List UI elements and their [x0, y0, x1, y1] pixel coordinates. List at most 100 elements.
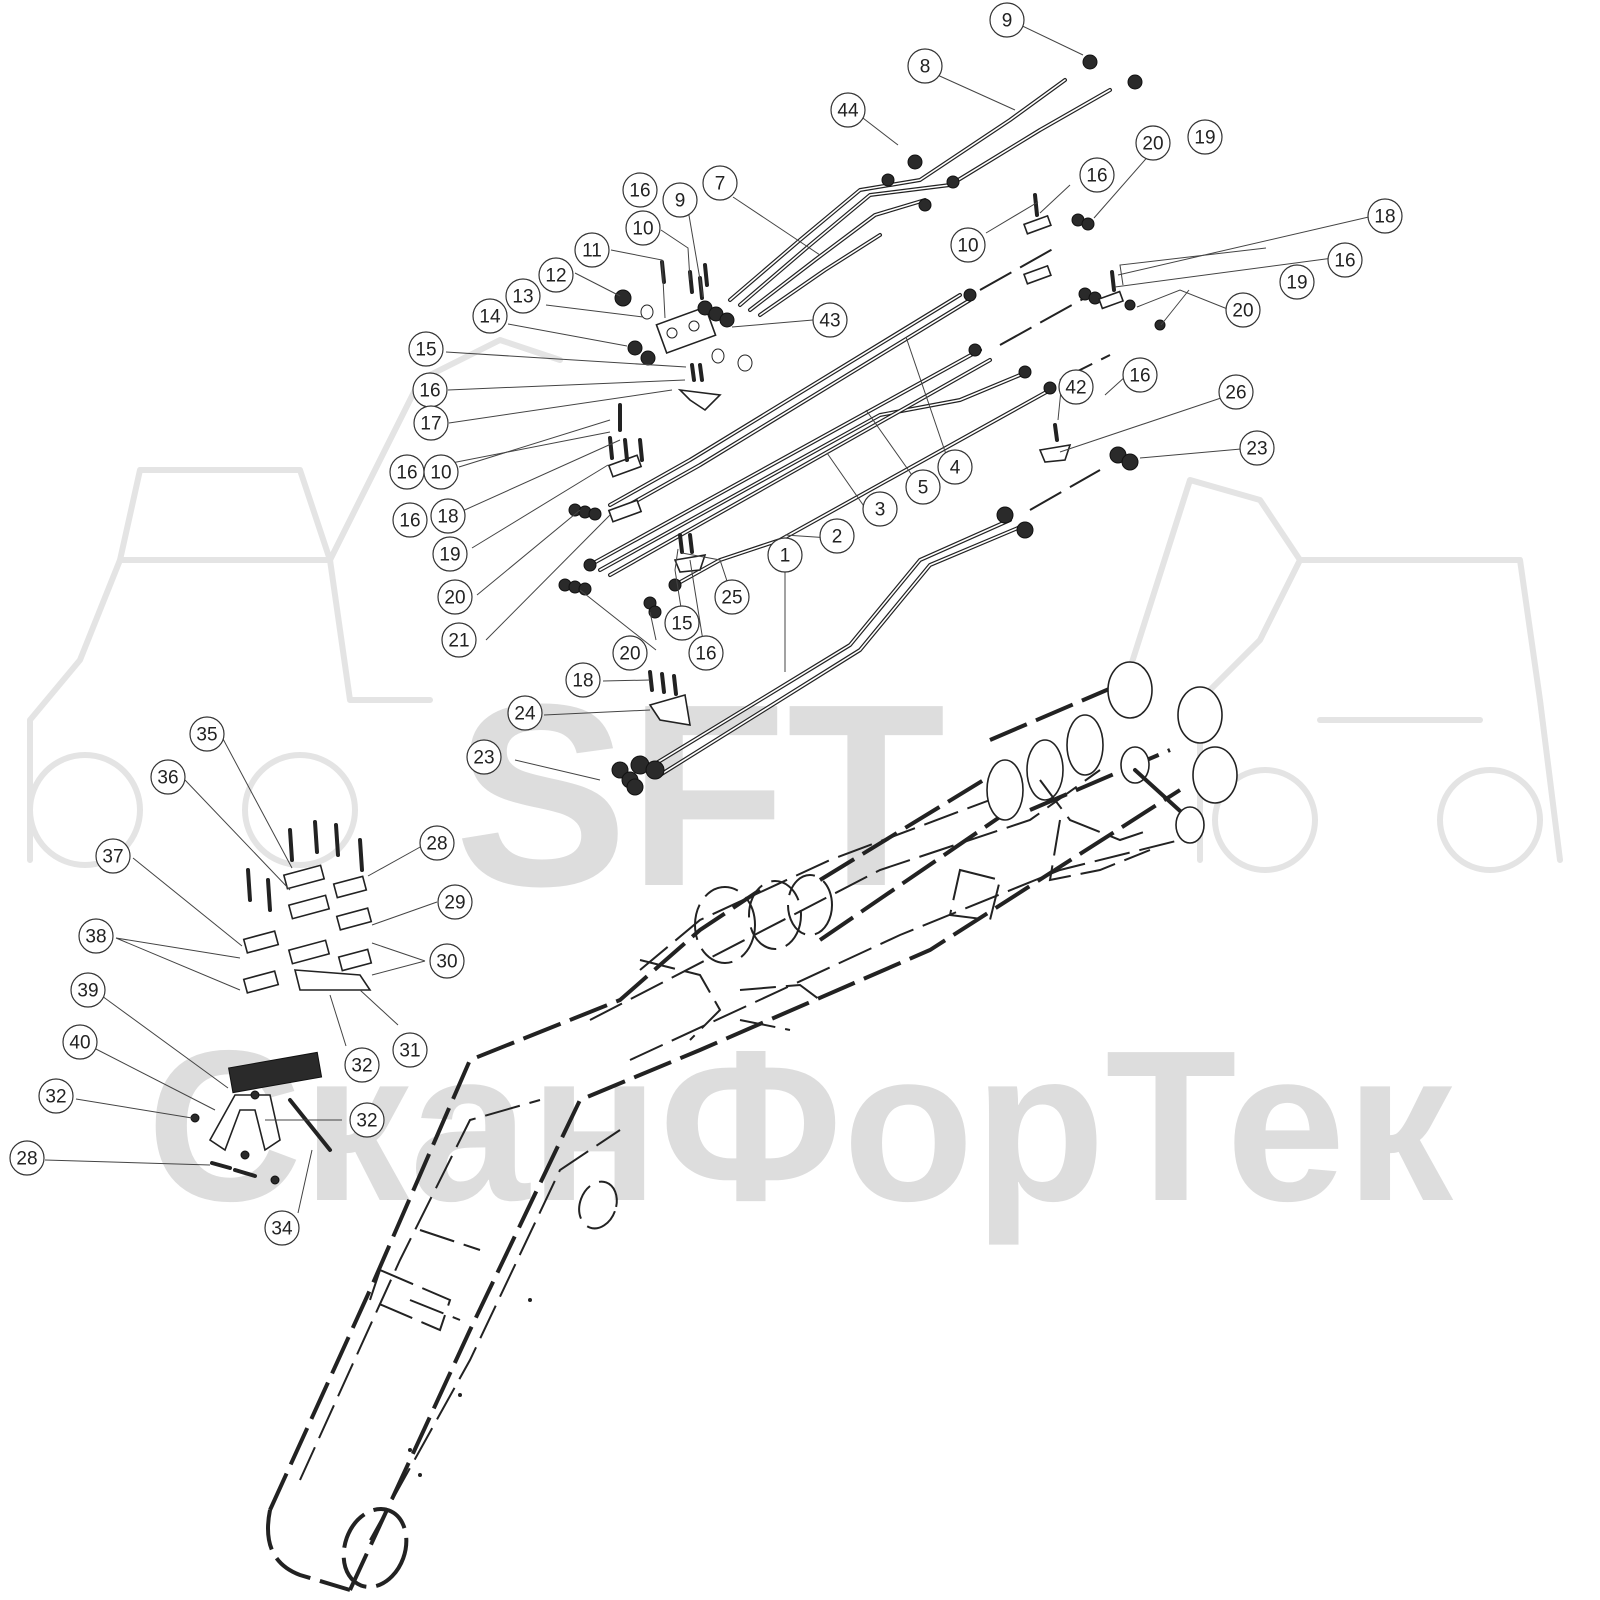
callout-circle	[937, 449, 973, 485]
callout-label: 29	[444, 893, 465, 914]
callout-circle	[95, 838, 131, 874]
callout-circle	[62, 1024, 98, 1060]
callout-label: 43	[819, 311, 840, 332]
part-callout-37: 37	[95, 838, 131, 874]
clamps-fasteners	[558, 193, 1166, 796]
part-callout-43: 43	[812, 302, 848, 338]
part-callout-19: 19	[432, 536, 468, 572]
part-callout-23: 23	[1239, 430, 1275, 466]
callout-circle	[150, 759, 186, 795]
callout-circle	[862, 491, 898, 527]
callout-circle	[565, 662, 601, 698]
part-callout-18: 18	[1367, 198, 1403, 234]
callout-circle	[767, 537, 803, 573]
callout-circle	[441, 622, 477, 658]
part-callout-8: 8	[907, 48, 943, 84]
callout-circle	[812, 302, 848, 338]
callout-label: 30	[436, 952, 457, 973]
callout-circle	[1218, 374, 1254, 410]
callout-circle	[574, 232, 610, 268]
callout-circle	[1058, 369, 1094, 405]
part-callout-18: 18	[430, 498, 466, 534]
callout-circle	[392, 502, 428, 538]
callout-circle	[950, 227, 986, 263]
callout-circle	[437, 579, 473, 615]
part-callout-15: 15	[664, 605, 700, 641]
callout-circle	[392, 1032, 428, 1068]
callout-label: 40	[69, 1033, 90, 1054]
part-callout-35: 35	[189, 716, 225, 752]
part-callout-16: 16	[412, 372, 448, 408]
callout-circle	[1327, 242, 1363, 278]
callout-circle	[1122, 357, 1158, 393]
callout-label: 18	[572, 671, 593, 692]
callout-label: 32	[45, 1087, 66, 1108]
part-callout-23: 23	[466, 739, 502, 775]
watermark-company-name: СканФорТек	[147, 1005, 1454, 1246]
part-callout-32: 32	[38, 1078, 74, 1114]
part-callout-16: 16	[392, 502, 428, 538]
part-callout-16: 16	[622, 172, 658, 208]
part-callout-13: 13	[505, 278, 541, 314]
callout-circle	[819, 518, 855, 554]
callout-label: 39	[77, 981, 98, 1002]
callout-circle	[437, 884, 473, 920]
part-callout-16: 16	[1079, 157, 1115, 193]
part-callout-40: 40	[62, 1024, 98, 1060]
callout-circle	[70, 972, 106, 1008]
callout-circle	[1079, 157, 1115, 193]
callout-label: 8	[920, 57, 931, 78]
part-callout-24: 24	[507, 695, 543, 731]
valve-block-group	[614, 260, 753, 412]
callout-label: 10	[957, 236, 978, 257]
part-callout-44: 44	[830, 92, 866, 128]
part-callout-16: 16	[688, 635, 724, 671]
callout-label: 19	[439, 545, 460, 566]
callout-circle	[664, 605, 700, 641]
leader-lines	[44, 21, 1374, 1214]
watermark-logo: SFT	[454, 651, 945, 941]
part-callout-15: 15	[408, 331, 444, 367]
callout-label: 28	[426, 834, 447, 855]
callout-label: 19	[1194, 128, 1215, 149]
callout-circle	[430, 498, 466, 534]
part-callout-19: 19	[1279, 264, 1315, 300]
callout-label: 26	[1225, 383, 1246, 404]
callout-label: 2	[832, 527, 843, 548]
callout-circle	[662, 182, 698, 218]
part-callout-9: 9	[662, 182, 698, 218]
part-callout-20: 20	[1135, 125, 1171, 161]
callout-label: 44	[837, 101, 859, 122]
callout-circle	[1279, 264, 1315, 300]
callout-label: 12	[545, 266, 566, 287]
part-callout-17: 17	[413, 405, 449, 441]
callout-circle	[830, 92, 866, 128]
part-callout-31: 31	[392, 1032, 428, 1068]
callout-label: 13	[512, 287, 533, 308]
part-callout-4: 4	[937, 449, 973, 485]
part-callout-36: 36	[150, 759, 186, 795]
part-callout-32: 32	[344, 1047, 380, 1083]
part-callout-19: 19	[1187, 119, 1223, 155]
part-callout-5: 5	[905, 469, 941, 505]
callout-label: 23	[473, 748, 494, 769]
part-callout-29: 29	[437, 884, 473, 920]
callout-circle	[702, 165, 738, 201]
part-callout-9: 9	[989, 2, 1025, 38]
callout-circle	[1367, 198, 1403, 234]
callout-circle	[612, 635, 648, 671]
part-callout-14: 14	[472, 298, 508, 334]
callout-circle	[264, 1210, 300, 1246]
part-callout-10: 10	[625, 210, 661, 246]
callout-label: 3	[875, 500, 886, 521]
callout-circle	[432, 536, 468, 572]
part-callout-25: 25	[714, 579, 750, 615]
callout-label: 28	[16, 1149, 37, 1170]
callout-circle	[429, 943, 465, 979]
part-callout-30: 30	[429, 943, 465, 979]
callout-circle	[466, 739, 502, 775]
part-callout-11: 11	[574, 232, 610, 268]
callout-label: 16	[1334, 251, 1355, 272]
